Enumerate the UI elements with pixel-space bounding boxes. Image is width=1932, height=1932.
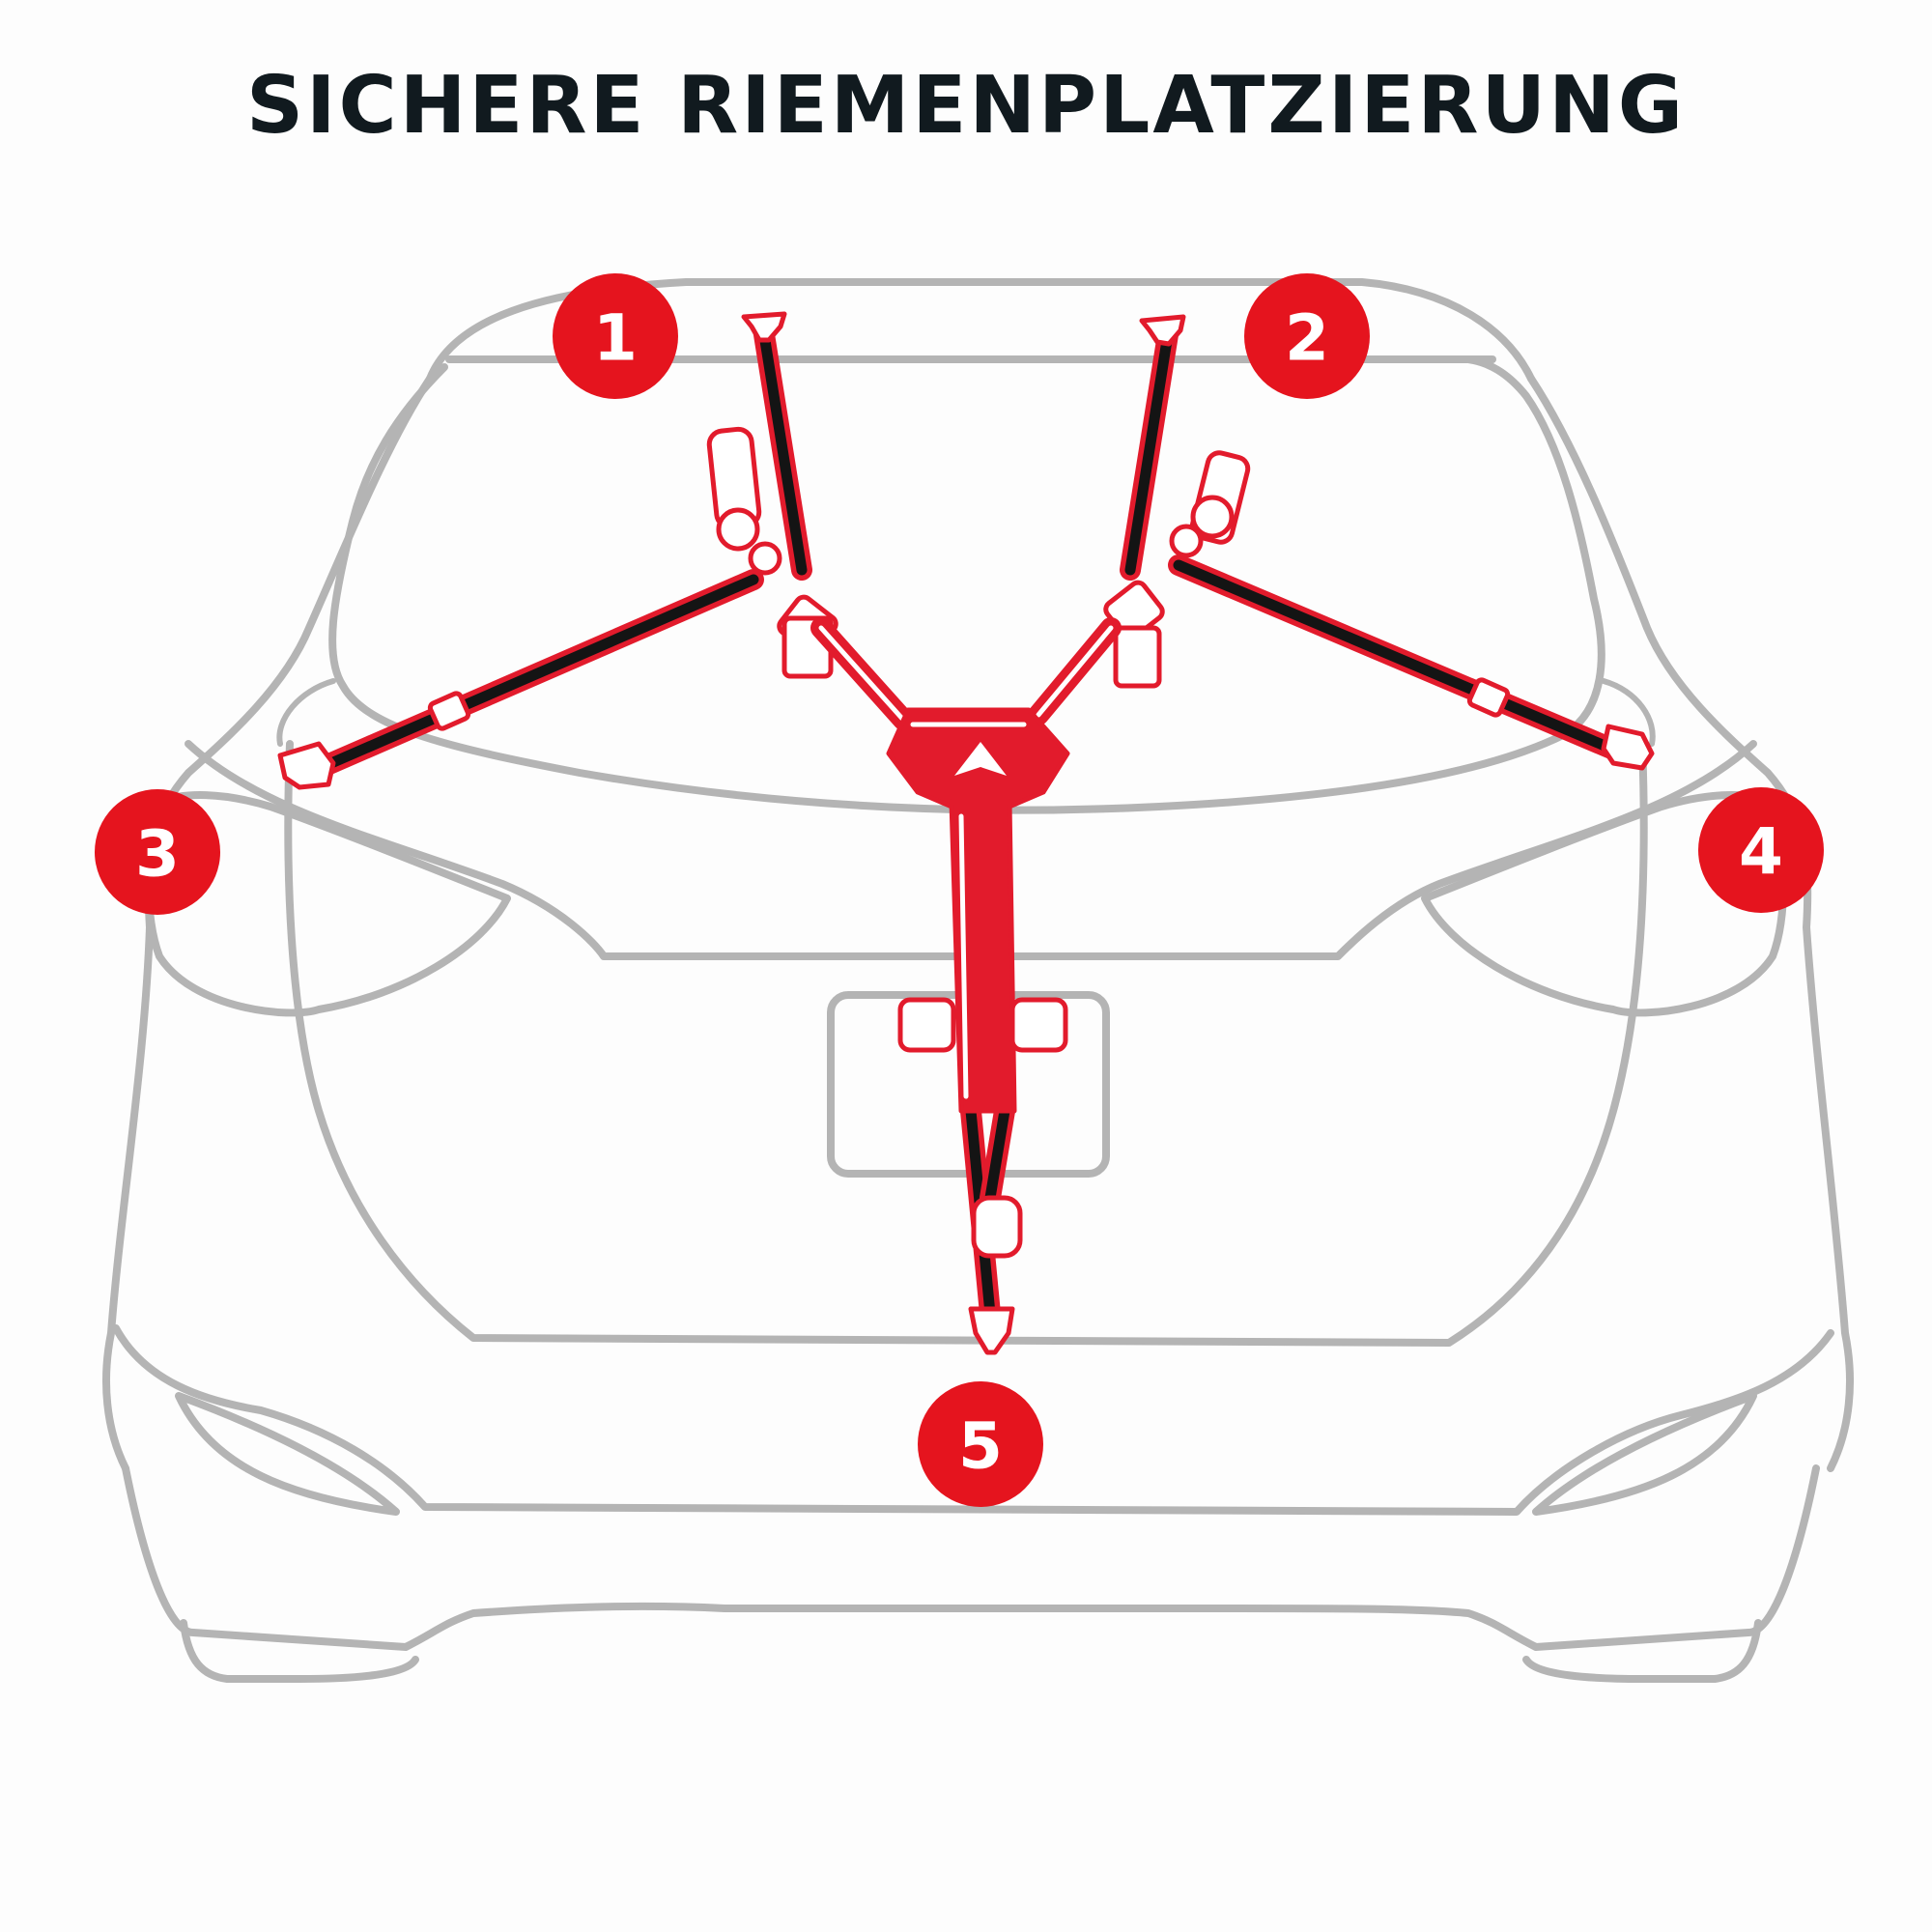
clip-top-right-lower <box>1113 625 1162 689</box>
car-roof-line <box>426 278 1535 383</box>
left-tail-light <box>144 791 511 1017</box>
rear-window <box>328 355 1605 814</box>
strap-top-left-core <box>757 323 808 576</box>
marker-5-circle <box>918 1381 1043 1507</box>
marker-1-circle <box>553 273 678 399</box>
right-mirror <box>1601 678 1656 747</box>
strap-hardware <box>277 311 1655 1355</box>
adjuster-right <box>1466 677 1511 718</box>
marker-4: 4 <box>1698 787 1824 913</box>
hook-bottom <box>968 1306 1015 1355</box>
buckle-top-right-ring-2 <box>1169 524 1204 558</box>
marker-4-circle <box>1698 787 1824 913</box>
arm-right-highlight <box>1036 625 1114 718</box>
car-outline <box>102 278 1854 1683</box>
marker-1: 1 <box>553 273 678 399</box>
left-reflector <box>175 1392 400 1516</box>
right-tire <box>1522 1619 1762 1683</box>
strap-system <box>298 318 1634 1324</box>
center-spine-highlight <box>958 813 969 1099</box>
marker-5-label: 5 <box>958 1409 1003 1484</box>
marker-2-circle <box>1244 273 1370 399</box>
marker-2: 2 <box>1244 273 1370 399</box>
left-mirror <box>276 678 336 747</box>
marker-5: 5 <box>918 1381 1043 1507</box>
buckle-top-left-ring-1 <box>716 507 760 552</box>
hook-top-left <box>741 311 787 343</box>
adjuster-left <box>427 691 471 731</box>
hook-top-right <box>1139 314 1186 347</box>
hook-right <box>1601 724 1655 771</box>
strap-right-core <box>1173 559 1629 759</box>
right-tail-light <box>1421 791 1788 1017</box>
left-tire <box>180 1619 419 1683</box>
page-title: SICHERE RIEMENPLATZIERUNG <box>245 60 1687 152</box>
buckle-bottom <box>971 1195 1023 1259</box>
lower-bumper <box>122 1464 1820 1651</box>
strap-bottom-right-core <box>984 1105 1010 1204</box>
buckle-top-left-ring-2 <box>748 541 782 576</box>
marker-3-circle <box>95 789 220 915</box>
hook-left <box>277 741 336 790</box>
marker-3-label: 3 <box>135 817 180 892</box>
triangle-arrow-logo-icon <box>954 742 1007 776</box>
spine-cross-bar-right <box>1009 997 1068 1053</box>
trunk-lid <box>284 740 1648 1347</box>
spine-cross-bar-left <box>897 997 956 1053</box>
buckle-top-right-ring-1 <box>1190 495 1235 539</box>
marker-3: 3 <box>95 789 220 915</box>
marker-1-label: 1 <box>593 301 638 376</box>
strap-top-right-core <box>1124 323 1175 576</box>
marker-2-label: 2 <box>1285 301 1329 376</box>
arm-left-highlight <box>818 625 906 723</box>
marker-4-label: 4 <box>1739 815 1783 890</box>
right-reflector <box>1532 1392 1757 1516</box>
strap-left-core <box>303 574 759 779</box>
